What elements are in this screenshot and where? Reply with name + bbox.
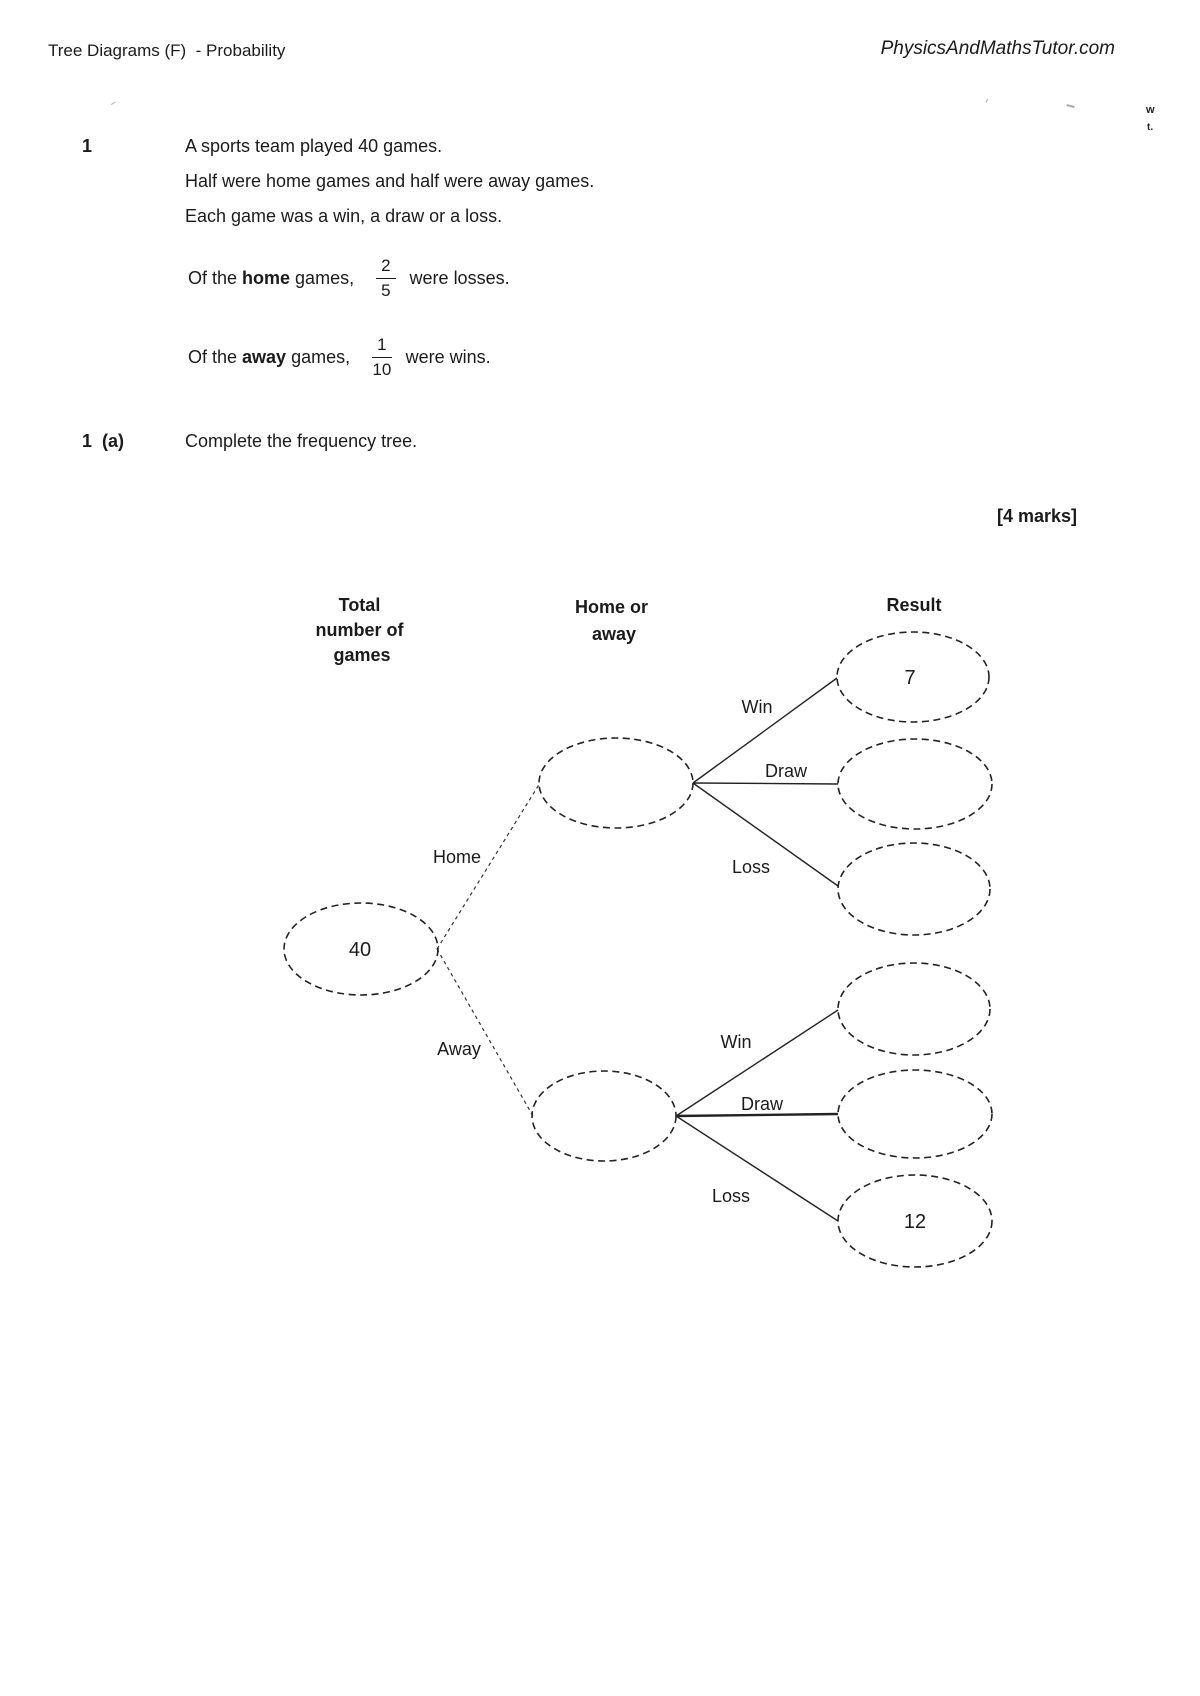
scan-artifact (985, 98, 994, 106)
branch-line-home-loss (692, 782, 839, 887)
ellipse-away-win (837, 962, 991, 1056)
branch-line-away-draw (675, 1112, 839, 1118)
branch-label-home: Home (433, 847, 481, 867)
column-header-result: Result (886, 595, 941, 615)
ellipse-away-loss (837, 1174, 993, 1268)
away-fraction-sentence: Of the away games, 1 10 were wins. (188, 328, 491, 386)
sentence-text: were losses. (409, 267, 510, 288)
part-a-label: 1 (a) (82, 431, 125, 451)
fraction-denominator: 10 (372, 359, 392, 379)
branch-label-away-draw: Draw (741, 1094, 784, 1114)
sentence-text: were wins. (405, 346, 491, 367)
scan-artifact (109, 98, 116, 106)
sentence-text: games, (286, 346, 351, 367)
value-total-games: 40 (349, 939, 371, 961)
question-line: Each game was a win, a draw or a loss. (185, 206, 503, 226)
site-watermark: PhysicsAndMathsTutor.com (880, 38, 1115, 59)
question-line: Half were home games and half were away … (185, 171, 595, 191)
question-number: 1 (82, 136, 93, 156)
marks-badge: [4 marks] (996, 506, 1077, 526)
branch-line-away-win (675, 1009, 839, 1117)
ellipse-home-draw (837, 738, 993, 830)
home-fraction-sentence: Of the home games, 2 5 were losses. (188, 252, 510, 304)
scan-artifact (1065, 104, 1075, 112)
branch-line-away-loss (675, 1115, 839, 1222)
column-header-home-or-away: Home or away (575, 597, 653, 644)
branch-label-away: Away (437, 1039, 481, 1059)
fraction-numerator: 1 (372, 335, 392, 358)
value-away-loss: 12 (904, 1211, 926, 1233)
fraction-two-fifths: 2 5 (376, 256, 396, 300)
fraction-one-tenth: 1 10 (372, 335, 392, 379)
branch-line-home-win (692, 677, 838, 784)
branch-line-root-away (436, 948, 534, 1117)
edge-artifact-text: w (1146, 104, 1155, 116)
ellipse-home-loss (837, 842, 991, 936)
branch-label-away-loss: Loss (712, 1186, 750, 1206)
bold-home-word: home (242, 267, 291, 288)
value-home-win: 7 (904, 667, 915, 689)
branch-line-root-home (436, 782, 541, 950)
sentence-text: Of the (188, 267, 243, 288)
ellipse-home (538, 737, 694, 829)
bold-away-word: away (242, 346, 287, 367)
branch-label-home-draw: Draw (765, 761, 808, 781)
fraction-numerator: 2 (376, 256, 396, 279)
page-title: Tree Diagrams (F) - Probability (48, 41, 286, 60)
branch-label-away-win: Win (721, 1032, 752, 1052)
ellipse-away (531, 1070, 677, 1162)
part-a-text: Complete the frequency tree. (185, 431, 418, 451)
fraction-denominator: 5 (381, 280, 391, 300)
edge-artifact-text: t. (1147, 122, 1154, 133)
frequency-tree-diagram: Total number of games Home or away Resul… (283, 595, 993, 1268)
branch-line-home-draw (692, 782, 839, 785)
column-header-total: Total number of games (315, 595, 408, 665)
ellipse-total (283, 902, 439, 996)
sentence-text: Of the (188, 346, 243, 367)
branch-label-home-loss: Loss (732, 857, 770, 877)
sentence-text: games, (290, 267, 355, 288)
branch-label-home-win: Win (742, 697, 773, 717)
ellipse-away-draw (837, 1069, 993, 1159)
question-line: A sports team played 40 games. (185, 136, 443, 156)
ellipse-home-win (836, 631, 990, 723)
